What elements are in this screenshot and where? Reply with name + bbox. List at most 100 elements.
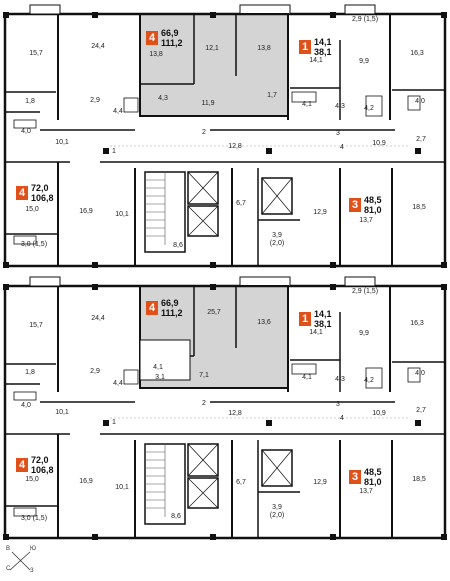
compass-north: В [6, 546, 11, 552]
compass-west: С [6, 566, 11, 572]
room-area-label: 1 [112, 148, 116, 155]
room-area-label: 4 [340, 144, 344, 151]
room-area-label: 1,8 [25, 98, 35, 105]
room-area-label: 8,6 [171, 513, 181, 520]
rooms-count: 4 [16, 186, 28, 200]
room-area-label: 4,4 [113, 108, 123, 115]
room-area-label: 14,1 [309, 57, 323, 64]
room-area-label: 2,7 [416, 136, 426, 143]
room-area-label: (2,0) [269, 512, 285, 519]
room-area-label: 3,9 [272, 232, 282, 239]
room-area-label: 4,2 [364, 105, 374, 112]
total-area: 106,8 [31, 465, 54, 475]
room-area-label: 2 [202, 400, 206, 407]
room-area-label: 16,9 [79, 208, 93, 215]
room-area-label: 4,0 [415, 370, 425, 377]
living-area: 14,1 [314, 309, 332, 319]
room-area-label: 6,7 [236, 200, 246, 207]
living-area: 72,0 [31, 455, 49, 465]
rooms-count: 1 [299, 40, 311, 54]
room-area-label: 6,7 [236, 479, 246, 486]
room-area-label: 12,9 [313, 479, 327, 486]
room-area-label: 4,2 [364, 377, 374, 384]
rooms-count: 3 [349, 198, 361, 212]
room-area-label: 15,7 [29, 50, 43, 57]
compass-icon: В Ю С З [4, 546, 40, 576]
total-area: 38,1 [314, 47, 332, 57]
rooms-count: 4 [146, 31, 158, 45]
room-area-label: 15,7 [29, 322, 43, 329]
room-area-label: 3,0 (1,5) [20, 241, 48, 248]
compass-south: З [30, 568, 34, 574]
room-area-label: 3 [336, 401, 340, 408]
room-area-label: 2,9 (1,5) [351, 288, 379, 295]
room-area-label: 1,8 [25, 369, 35, 376]
total-area: 111,2 [161, 38, 183, 48]
room-area-label: 2,9 (1,5) [351, 16, 379, 23]
rooms-count: 1 [299, 312, 311, 326]
room-area-label: 7,1 [199, 372, 209, 379]
room-area-label: (2,0) [269, 240, 285, 247]
room-area-label: 1,7 [267, 92, 277, 99]
room-area-label: 12,9 [313, 209, 327, 216]
room-area-label: 16,9 [79, 478, 93, 485]
room-area-label: 16,3 [410, 50, 424, 57]
room-area-label: 10,1 [55, 409, 69, 416]
room-area-label: 10,9 [372, 140, 386, 147]
room-area-label: 18,5 [412, 476, 426, 483]
total-area: 106,8 [31, 193, 54, 203]
room-area-label: 4,0 [415, 98, 425, 105]
room-area-label: 3,0 (1,5) [20, 515, 48, 522]
room-area-label: 12,8 [228, 410, 242, 417]
room-area-label: 4,1 [302, 101, 312, 108]
room-area-label: 10,1 [115, 484, 129, 491]
room-area-label: 13,6 [257, 319, 271, 326]
room-area-label: 13,7 [359, 217, 373, 224]
room-area-label: 1 [112, 419, 116, 426]
room-area-label: 4,0 [21, 402, 31, 409]
room-area-label: 3,1 [155, 374, 165, 381]
room-area-label: 2 [202, 129, 206, 136]
room-area-label: 2,9 [90, 368, 100, 375]
room-area-label: 15,0 [25, 476, 39, 483]
rooms-count: 4 [16, 458, 28, 472]
room-area-label: 18,5 [412, 204, 426, 211]
room-area-label: 13,7 [359, 488, 373, 495]
room-area-label: 4,3 [158, 95, 168, 102]
room-area-label: 13,8 [257, 45, 271, 52]
room-area-label: 24,4 [91, 315, 105, 322]
room-area-label: 11,9 [201, 100, 215, 107]
compass-east: Ю [30, 546, 37, 552]
rooms-count: 3 [349, 470, 361, 484]
room-area-label: 14,1 [309, 329, 323, 336]
living-area: 66,9 [161, 28, 179, 38]
room-area-label: 15,0 [25, 206, 39, 213]
room-area-label: 10,1 [115, 211, 129, 218]
living-area: 72,0 [31, 183, 49, 193]
room-area-label: 4,3 [335, 376, 345, 383]
room-area-label: 4,1 [153, 364, 163, 371]
room-area-label: 2,7 [416, 407, 426, 414]
total-area: 38,1 [314, 319, 332, 329]
living-area: 48,5 [364, 467, 382, 477]
room-area-label: 16,3 [410, 320, 424, 327]
room-area-label: 9,9 [359, 330, 369, 337]
room-area-label: 3 [336, 130, 340, 137]
room-area-label: 2,9 [90, 97, 100, 104]
room-area-label: 4,0 [21, 128, 31, 135]
room-area-label: 4 [340, 415, 344, 422]
room-area-label: 13,8 [149, 51, 163, 58]
room-area-label: 25,7 [207, 309, 221, 316]
room-area-label: 24,4 [91, 43, 105, 50]
living-area: 66,9 [161, 298, 179, 308]
living-area: 14,1 [314, 37, 332, 47]
